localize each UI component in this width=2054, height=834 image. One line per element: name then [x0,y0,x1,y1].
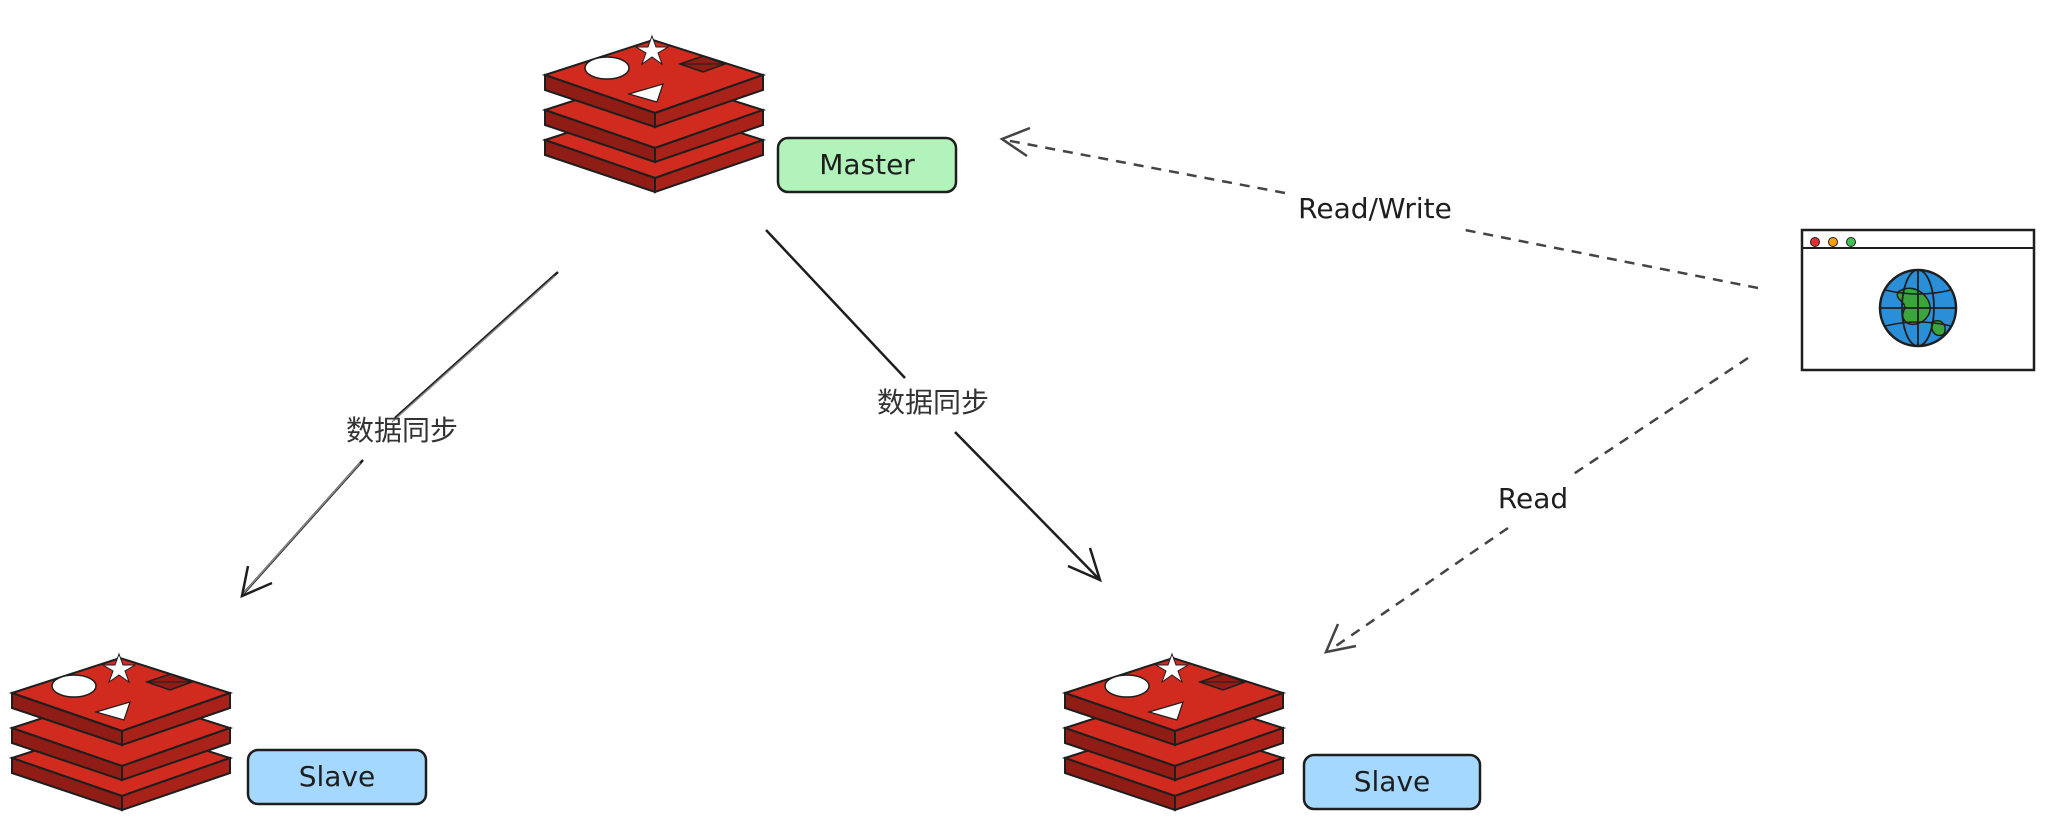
master-redis-icon [544,35,764,193]
sync-right-arrow [765,229,1103,583]
sync-left-label: 数据同步 [346,414,458,447]
sync-right-label: 数据同步 [877,386,989,419]
slave-left-label-box: Slave [246,748,428,806]
client-read-write-arrowhead [999,126,1031,158]
slave-right-redis-icon [1064,653,1284,811]
client-read-write-label: Read/Write [1298,192,1452,225]
slave-right-label-box: Slave [1302,753,1482,811]
client-read-label: Read [1498,482,1568,515]
globe-icon [1878,268,1958,348]
master-label: Master [819,148,915,181]
slave-left-redis-icon [11,653,231,811]
slave-left-label: Slave [299,760,376,793]
slave-right-label: Slave [1354,765,1431,798]
master-label-box: Master [776,136,958,194]
client-read-write-arrow [1004,138,1759,290]
sync-left-arrow [240,271,559,599]
client-read-arrowhead [1323,623,1357,654]
